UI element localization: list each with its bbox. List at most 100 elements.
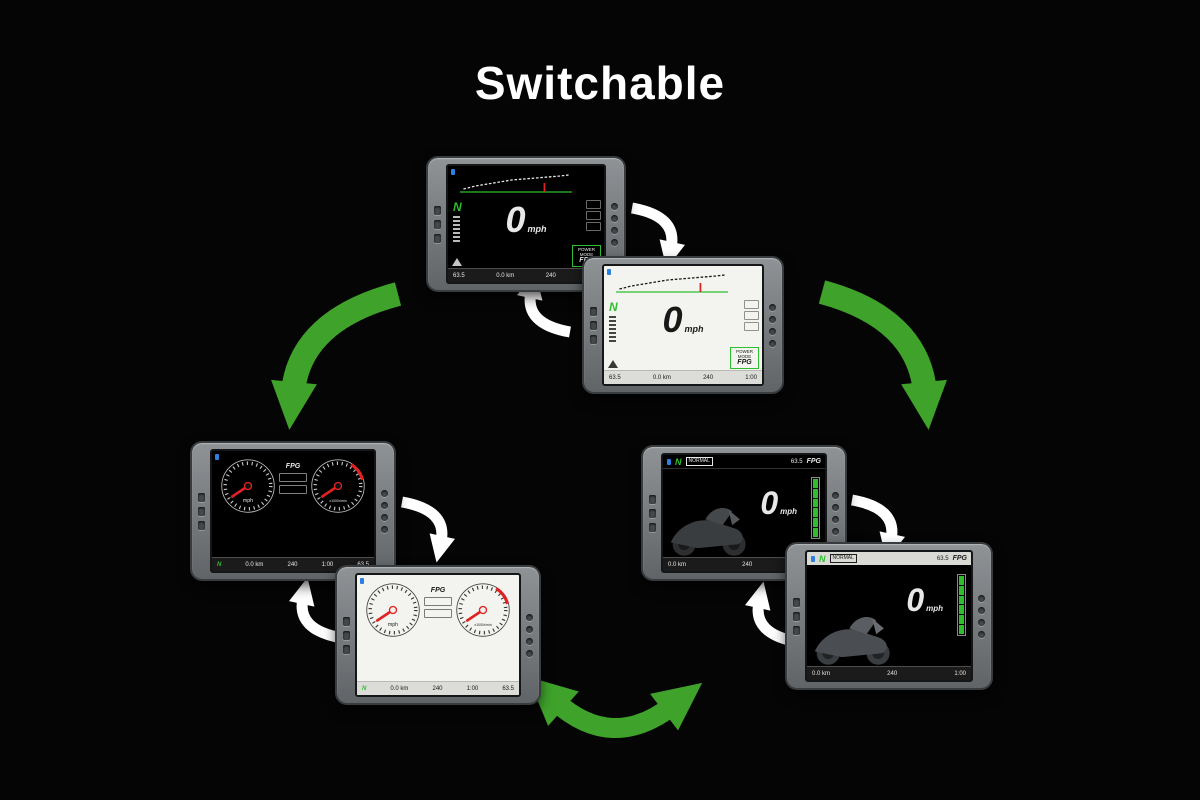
device-button[interactable] [434,219,441,229]
odometer: 0.0 km [245,561,264,568]
status-bar: 0.0 km 240 1:00 [807,666,971,680]
device-button[interactable] [343,630,350,640]
fuel-gauge [811,477,820,539]
speedo-unit-label: mph [243,498,253,504]
fuel-segment [959,615,964,625]
dial-center-cluster: FPG [275,463,311,494]
device-button[interactable] [590,306,597,316]
gear-indicator: N [362,685,367,692]
bluetooth-icon [451,169,455,175]
fuel-segment [959,595,964,605]
tachometer-dial: x1000r/min [456,583,510,637]
device-button[interactable] [198,520,205,530]
device-button[interactable] [611,226,618,234]
brand-logo: FPG [737,358,752,366]
device-button[interactable] [978,606,985,614]
tachometer-dial: x1000r/min [311,459,365,513]
gear-indicator: N [217,561,222,568]
power-mode-label: POWER MODE [577,246,595,257]
fuel-segment [813,518,818,528]
status-bar: 63.5 0.0 km 240 1:00 [448,268,604,282]
speedo-unit-label: mph [388,622,398,628]
device-button[interactable] [434,205,441,215]
device-button[interactable] [793,597,800,607]
device-button[interactable] [381,489,388,497]
speed-unit: mph [780,507,797,516]
indicator-light [744,311,759,320]
device-button[interactable] [590,334,597,344]
top-status-bar: N NORMAL 63.5 FPG [807,552,971,565]
indicator-light [586,200,601,209]
device-button[interactable] [381,501,388,509]
info-box [279,473,307,482]
gear-indicator: N [675,456,682,467]
device-button[interactable] [590,320,597,330]
odometer: 0.0 km [496,272,515,279]
device-button[interactable] [526,649,533,657]
device-button[interactable] [832,491,839,499]
device-button[interactable] [769,339,776,347]
fuel-segment [959,585,964,595]
odometer: 0.0 km [668,561,687,568]
brand-logo: FPG [806,458,821,465]
device-button[interactable] [769,327,776,335]
fuel-segment [959,605,964,615]
device-button[interactable] [769,315,776,323]
device-button[interactable] [343,644,350,654]
fuel-segment [959,625,964,634]
device-buttons-right [379,449,390,573]
device-buttons-left [341,573,352,697]
device-button[interactable] [978,594,985,602]
fuel-segment [813,498,818,508]
device-buttons-left [791,550,802,682]
ride-mode: NORMAL [685,457,713,466]
device-button[interactable] [649,522,656,532]
device-button[interactable] [526,613,533,621]
device-button[interactable] [381,525,388,533]
motorcycle-image [670,507,746,556]
device-button[interactable] [978,618,985,626]
status-bar: N 0.0 km 240 1:00 63.5 [212,557,374,571]
device-button[interactable] [526,625,533,633]
device-button[interactable] [526,637,533,645]
device-button[interactable] [611,238,618,246]
top-status-bar: N NORMAL 63.5 FPG [663,455,825,469]
ride-mode: NORMAL [829,554,857,563]
device-button[interactable] [381,513,388,521]
device-button[interactable] [611,214,618,222]
device-button[interactable] [434,233,441,243]
device-buttons-left [432,164,443,284]
bluetooth-icon [215,454,219,460]
device-button[interactable] [769,303,776,311]
device-button[interactable] [978,630,985,638]
odometer: 0.0 km [812,670,831,677]
device-button[interactable] [198,492,205,502]
fuel-segment [813,508,818,518]
device-button[interactable] [832,503,839,511]
device-button[interactable] [343,616,350,626]
device-buttons-right [976,550,987,682]
brand-logo: FPG [285,463,301,470]
page-title: Switchable [474,57,726,109]
bar-gauge [609,316,616,342]
fuel-segment [813,488,818,498]
ambient-temp: 63.5 [609,374,621,381]
device-button[interactable] [649,494,656,504]
device-button[interactable] [611,202,618,210]
device-button[interactable] [793,625,800,635]
coolant-temp: 240 [887,670,898,677]
warning-icon [608,360,618,368]
device-button[interactable] [832,527,839,535]
device-button[interactable] [198,506,205,516]
indicator-stack [744,300,759,331]
white-arrow-right-pair-a [850,494,905,561]
device-button[interactable] [793,611,800,621]
info-box [424,609,452,618]
device-button[interactable] [832,515,839,523]
brand-logo: FPG [430,587,446,594]
device-button[interactable] [649,508,656,518]
